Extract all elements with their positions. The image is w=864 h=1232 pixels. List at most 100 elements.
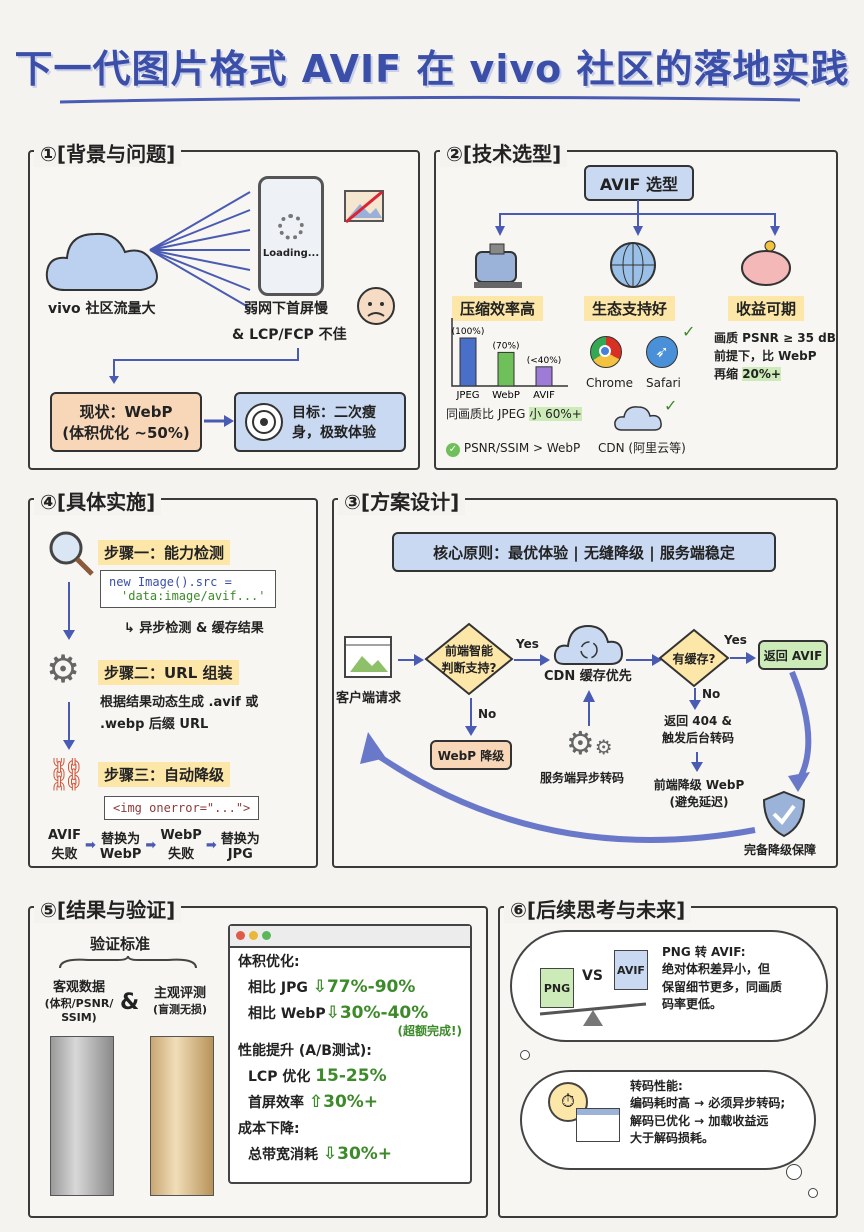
bar-category-label: WebP <box>492 390 520 401</box>
phone-icon: Loading... <box>258 176 324 296</box>
subjective-text: 主观评测(盲测无损) <box>152 986 208 1016</box>
window-dot <box>236 931 245 940</box>
status-box: 现状：WebP (体积优化 ~50%) <box>50 392 202 452</box>
gain-line3-highlight: 20%+ <box>742 367 781 381</box>
return-avif-box: 返回 AVIF <box>758 640 828 670</box>
check-icon: ✓ <box>446 443 460 457</box>
client-window-icon <box>344 636 392 678</box>
balance-scale-icon <box>539 1002 647 1026</box>
bar-value-label: (<40%) <box>527 356 562 366</box>
chain-arrow: ➡ <box>205 837 217 853</box>
exceed-note: (超额完成!) <box>397 1024 462 1039</box>
cache-text: 有缓存? <box>672 652 716 666</box>
code-window-icon <box>576 1108 620 1142</box>
status-line1: 现状：WebP <box>79 403 173 421</box>
safari-label: Safari <box>646 376 681 390</box>
check-mark-icon: ✓ <box>664 396 678 415</box>
code-detect: new Image().src ='data:image/avif...' <box>100 570 276 608</box>
compression-bar-chart: (100%)JPEG(70%)WebP(<40%)AVIF <box>451 318 568 401</box>
bubble-dot <box>520 1050 530 1060</box>
category-compression: 压缩效率高 <box>452 296 544 321</box>
pillar-icon <box>50 1036 114 1196</box>
category-ecosystem: 生态支持好 <box>584 296 676 321</box>
step2-line2: .webp 后缀 URL <box>100 717 209 732</box>
psnr-line: ✓ PSNR/SSIM > WebP <box>446 440 580 457</box>
traffic-arrows <box>149 191 251 309</box>
decision-diamond <box>424 622 514 696</box>
step1-note: ↳ 异步检测 & 缓存结果 <box>124 621 264 636</box>
compressor-icon <box>474 243 522 288</box>
thought2-text: 转码性能:编码耗时高 → 必须异步转码;解码已优化 → 加载收益远大于解码损耗。 <box>630 1079 786 1146</box>
guarantee-label: 完备降级保障 <box>744 843 817 857</box>
page-title: 下一代图片格式 AVIF 在 vivo 社区的落地实践 <box>14 47 850 91</box>
check-mark-icon: ✓ <box>682 322 696 341</box>
flow-arrow <box>109 348 299 384</box>
detect-text: 前端智能判断支持? <box>441 644 497 675</box>
section-title-results: ⑤[结果与验证] <box>34 894 182 923</box>
safari-icon: ➶ <box>646 336 678 368</box>
psnr-label: PSNR/SSIM > WebP <box>463 441 581 455</box>
shield-icon <box>762 790 806 838</box>
avif-root-box: AVIF 选型 <box>584 165 694 201</box>
bubble-dot <box>808 1188 818 1198</box>
goal-line2: 身，极致体验 <box>292 425 376 441</box>
no-label: No <box>478 707 497 721</box>
gear-icon: ⚙ <box>46 647 81 691</box>
objective-text: 客观数据(体积/PSNR/SSIM) <box>44 980 114 1024</box>
cloud-icon <box>45 232 158 291</box>
section-title-background: ①[背景与问题] <box>34 138 182 167</box>
magnifier-icon <box>49 531 94 576</box>
webp-fallback-box: WebP 降级 <box>430 740 512 770</box>
step3-label: 步骤三：自动降级 <box>98 762 231 787</box>
gain-line3: 再缩 20%+ <box>714 366 781 382</box>
slow-label: 弱网下首屏慢 <box>244 301 328 317</box>
png-file-icon: PNG <box>540 968 574 1008</box>
bar-avif <box>535 366 553 387</box>
volume-row1: 相比 JPG ⇩77%-90% <box>248 976 416 997</box>
volume-heading: 体积优化: <box>238 954 300 970</box>
code-onerror: <img onerror="..."> <box>104 796 260 820</box>
stopwatch-icon: ⏱ <box>548 1082 588 1122</box>
goal-box: 目标：二次瘦身，极致体验 <box>234 392 406 452</box>
section-title-design: ③[方案设计] <box>338 486 466 515</box>
code-line1: new Image().src = <box>109 575 232 589</box>
step2-label: 步骤二：URL 组装 <box>98 660 239 685</box>
globe-icon <box>610 242 656 288</box>
client-label: 客户端请求 <box>336 691 402 706</box>
compare-line: 同画质比 JPEG 小 60%+ <box>446 406 582 422</box>
section-title-future: ⑥[后续思考与未来] <box>504 894 692 923</box>
arrow-right <box>730 652 756 664</box>
broken-link-icon: ⛓ <box>46 755 87 793</box>
category-benefit: 收益可期 <box>728 296 805 321</box>
traffic-label: vivo 社区流量大 <box>48 301 156 317</box>
perf-row1: LCP 优化 15-25% <box>248 1065 387 1086</box>
return-404-text: 返回 404 &触发后台转码 <box>661 714 734 745</box>
down-arrow <box>689 688 701 710</box>
criteria-label: 验证标准 <box>90 935 151 953</box>
title-underline <box>59 95 801 104</box>
status-line2: (体积优化 ~50%) <box>62 424 190 442</box>
cdn-cloud-icon <box>553 624 624 665</box>
chain-arrow: ➡ <box>84 837 96 853</box>
arrow-right <box>514 654 550 666</box>
spinner-icon <box>278 213 304 240</box>
step1-label: 步骤一：能力检测 <box>98 540 231 565</box>
step2-line1: 根据结果动态生成 .avif 或 <box>100 695 259 710</box>
vs-label: VS <box>582 968 603 984</box>
arrow-right <box>398 654 424 666</box>
lcp-label: & LCP/FCP 不佳 <box>232 327 347 343</box>
bar-webp <box>497 351 515 387</box>
bar-value-label: (100%) <box>452 327 485 337</box>
loading-text: Loading... <box>262 247 320 259</box>
step1-note-text: 异步检测 & 缓存结果 <box>139 621 264 636</box>
fallback-loop-arrow <box>360 670 812 843</box>
server-gears-icon: ⚙⚙ <box>566 724 613 762</box>
compare-prefix: 同画质比 JPEG <box>446 407 530 421</box>
section-title-implementation: ④[具体实施] <box>34 486 162 515</box>
tree-arrows <box>495 200 780 236</box>
results-window: 体积优化: 相比 JPG ⇩77%-90% 相比 WebP⇩30%-40% (超… <box>228 924 472 1184</box>
